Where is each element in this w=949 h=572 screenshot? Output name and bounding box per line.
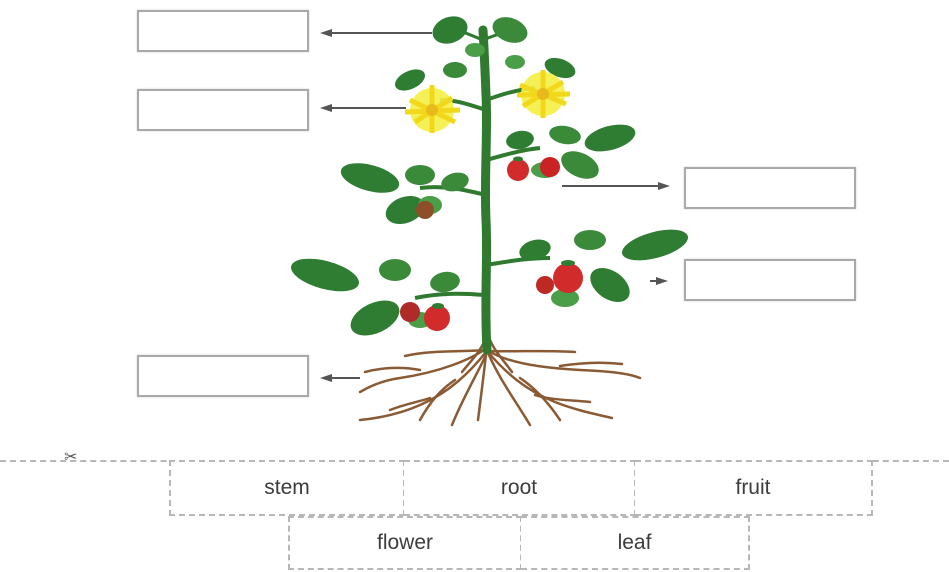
word-card-flower[interactable]: flower (288, 516, 522, 570)
word-card-fruit[interactable]: fruit (635, 460, 873, 516)
roots (360, 340, 640, 425)
arrow-to-box-2 (320, 104, 406, 112)
word-card-root[interactable]: root (404, 460, 636, 516)
scissors-icon: ✂ (64, 450, 77, 466)
word-card-stem[interactable]: stem (169, 460, 405, 516)
label-box-root-left[interactable] (137, 355, 309, 397)
arrow-to-box-1 (320, 29, 432, 37)
label-box-flower-left[interactable] (137, 89, 309, 131)
label-box-top-left[interactable] (137, 10, 309, 52)
arrow-to-box-3 (562, 182, 670, 190)
arrow-to-box-5 (320, 374, 360, 382)
label-box-leaf-right[interactable] (684, 259, 856, 301)
arrow-to-box-4 (650, 277, 668, 285)
label-box-fruit-right[interactable] (684, 167, 856, 209)
word-card-leaf[interactable]: leaf (521, 516, 750, 570)
stem (415, 28, 550, 350)
flower-left (405, 85, 460, 133)
